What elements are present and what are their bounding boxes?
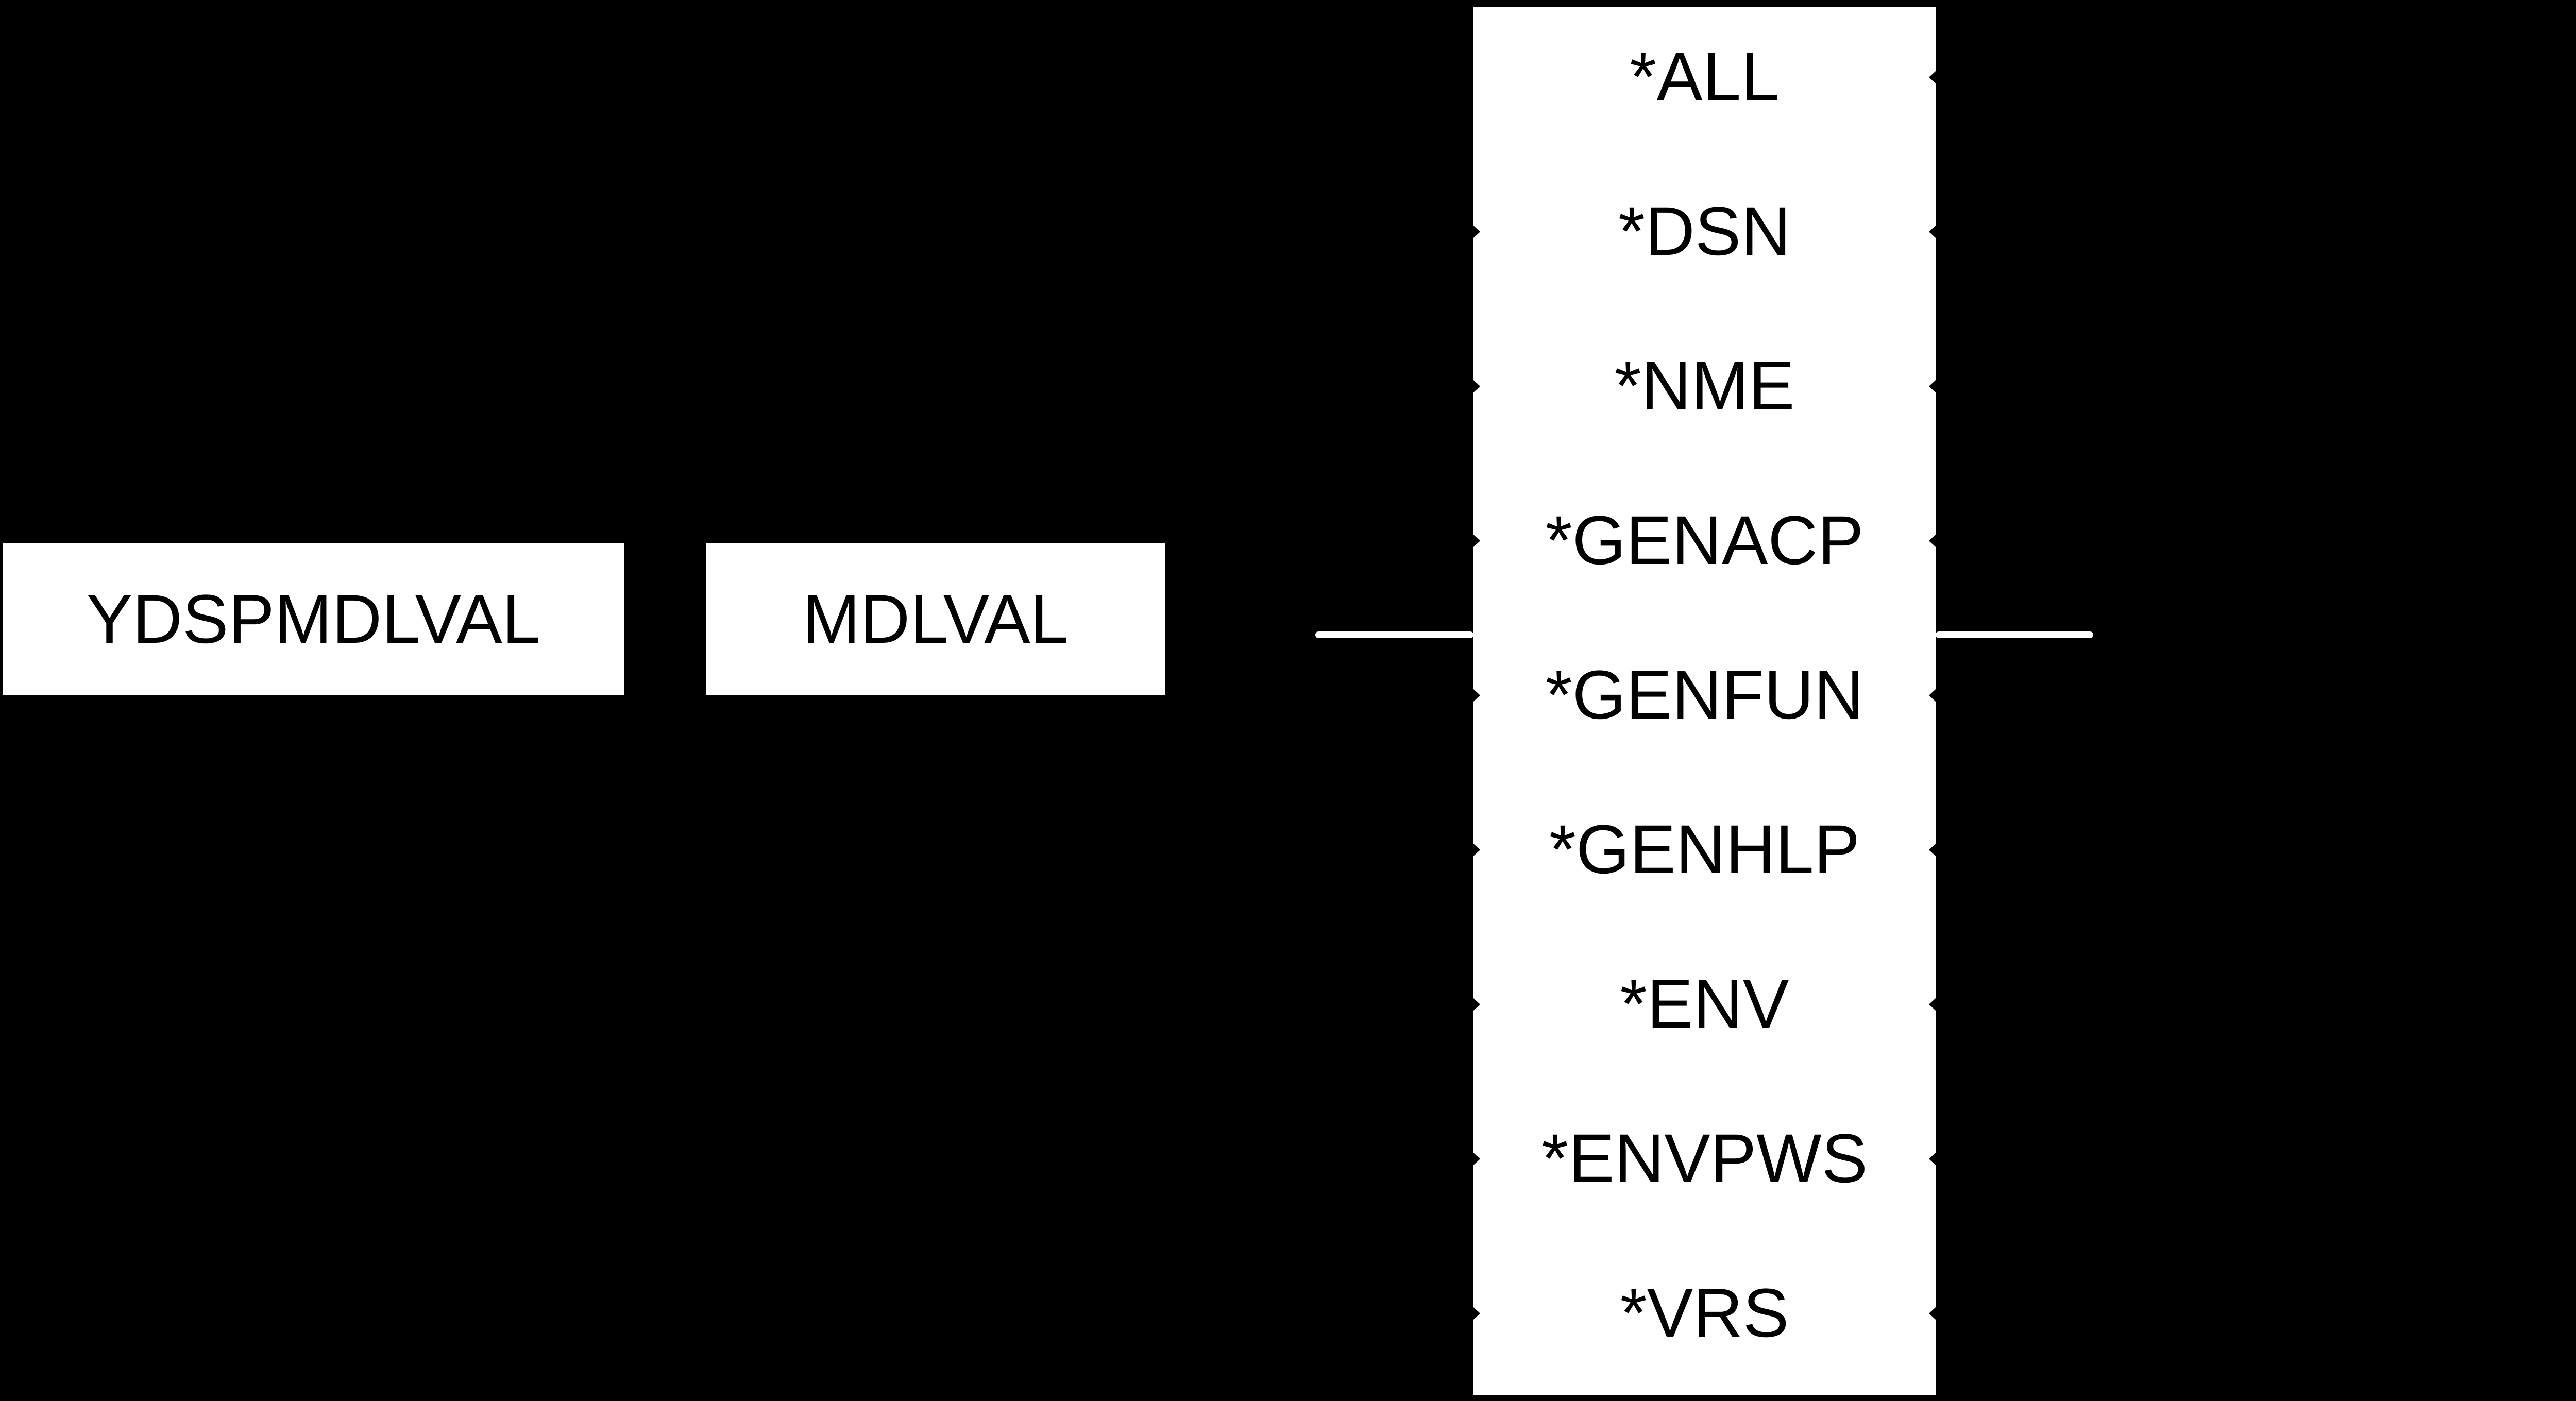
value-label: *ALL bbox=[1630, 39, 1780, 115]
command-box: YDSPMDLVAL bbox=[3, 543, 624, 695]
value-list-item: *NME bbox=[1473, 309, 1936, 464]
value-label: *DSN bbox=[1618, 193, 1791, 270]
value-list-item: *VRS bbox=[1473, 1236, 1936, 1391]
value-label: *NME bbox=[1614, 348, 1795, 424]
value-list-item: *ENVPWS bbox=[1473, 1082, 1936, 1236]
parameter-label: MDLVAL bbox=[802, 581, 1069, 658]
command-label: YDSPMDLVAL bbox=[86, 581, 541, 658]
value-list-item: *GENHLP bbox=[1473, 773, 1936, 927]
parameter-box: MDLVAL bbox=[706, 543, 1165, 695]
value-label: *VRS bbox=[1620, 1275, 1789, 1352]
value-list-item: *ALL bbox=[1473, 0, 1936, 155]
connector-line-right bbox=[1936, 631, 2093, 638]
value-label: *ENV bbox=[1620, 966, 1789, 1043]
value-list-item: *GENACP bbox=[1473, 464, 1936, 618]
value-label: *GENFUN bbox=[1545, 657, 1864, 733]
connector-line-left bbox=[1315, 631, 1473, 638]
value-label: *GENHLP bbox=[1549, 811, 1860, 888]
value-list-item: *DSN bbox=[1473, 155, 1936, 309]
value-list-item: *ENV bbox=[1473, 927, 1936, 1082]
value-label: *ENVPWS bbox=[1541, 1120, 1868, 1197]
value-label: *GENACP bbox=[1545, 502, 1864, 579]
value-list-panel bbox=[1473, 7, 1936, 1395]
value-list-item: *GENFUN bbox=[1473, 618, 1936, 773]
